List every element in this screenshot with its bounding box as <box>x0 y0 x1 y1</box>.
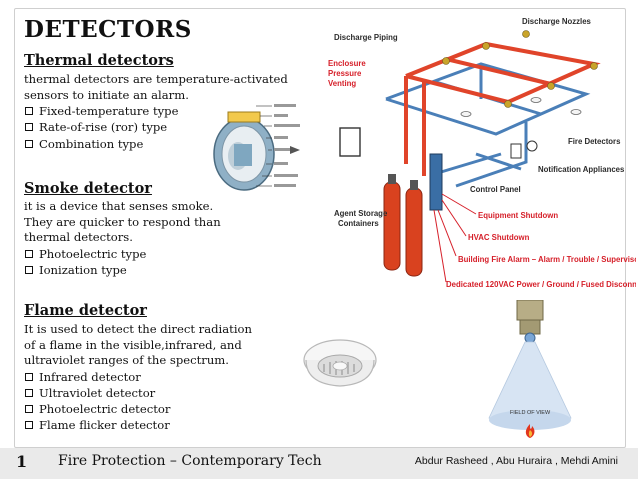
flame-line-1: It is used to detect the direct radiatio… <box>24 322 252 336</box>
flame-line-2: of a flame in the visible,infrared, and <box>24 337 242 352</box>
label-hvac-shutdown: HVAC Shutdown <box>468 233 530 242</box>
checkbox-bullet-icon <box>25 249 33 258</box>
thermal-type-list: Fixed-temperature type Rate-of-rise (ror… <box>24 103 314 152</box>
flame-heading: Flame detector <box>24 302 147 319</box>
smoke-description: it is a device that senses smoke. They a… <box>24 199 254 278</box>
label-agent-2: Containers <box>338 219 379 228</box>
smoke-detector-image <box>303 339 377 387</box>
checkbox-bullet-icon <box>25 421 33 430</box>
suppression-system-diagram: Discharge Piping Discharge Nozzles Enclo… <box>328 17 636 289</box>
label-notification: Notification Appliances <box>538 165 625 174</box>
notification-appliance <box>510 143 522 159</box>
label-fire-detectors: Fire Detectors <box>568 137 621 146</box>
checkbox-bullet-icon <box>25 107 33 116</box>
list-item: Flame flicker detector <box>24 417 274 433</box>
notification-horn <box>526 140 538 152</box>
list-item: Photoelectric detector <box>24 401 274 417</box>
thermal-line-1: thermal detectors are temperature-activa… <box>24 72 288 86</box>
ceiling-fire-detectors <box>460 97 582 117</box>
list-item: Fixed-temperature type <box>24 103 314 119</box>
checkbox-bullet-icon <box>25 266 33 275</box>
flame-type-list: Infrared detector Ultraviolet detector P… <box>24 369 274 434</box>
smoke-line-3: thermal detectors. <box>24 230 133 245</box>
list-item: Photoelectric type <box>24 246 254 262</box>
label-agent-1: Agent Storage <box>334 209 388 218</box>
smoke-line-2: They are quicker to respond than <box>24 214 221 229</box>
page-number: 1 <box>16 452 28 471</box>
thermal-description: thermal detectors are temperature-activa… <box>24 72 314 152</box>
control-panel <box>429 153 443 211</box>
label-equipment-shutdown: Equipment Shutdown <box>478 211 558 220</box>
smoke-heading: Smoke detector <box>24 180 152 197</box>
label-control-panel: Control Panel <box>470 185 521 194</box>
flame-detector-image: FIELD OF VIEW <box>488 300 572 438</box>
label-discharge-piping: Discharge Piping <box>334 33 398 42</box>
discharge-nozzles <box>442 30 598 108</box>
checkbox-bullet-icon <box>25 123 33 132</box>
flame-line-3: ultraviolet ranges of the spectrum. <box>24 353 229 368</box>
smoke-line-1: it is a device that senses smoke. <box>24 199 214 213</box>
label-discharge-nozzles: Discharge Nozzles <box>522 17 592 26</box>
slide-frame <box>14 8 626 448</box>
slide-title: DETECTORS <box>24 16 192 43</box>
checkbox-bullet-icon <box>25 372 33 381</box>
pressure-vent <box>339 127 361 157</box>
list-item: Combination type <box>24 136 314 152</box>
smoke-type-list: Photoelectric type Ionization type <box>24 246 254 278</box>
label-enclosure-1: Enclosure <box>328 59 366 68</box>
checkbox-bullet-icon <box>25 389 33 398</box>
checkbox-bullet-icon <box>25 405 33 414</box>
footer-title: Fire Protection – Contemporary Tech <box>58 453 322 469</box>
label-building-alarm: Building Fire Alarm – Alarm / Trouble / … <box>458 255 636 264</box>
list-item: Rate-of-rise (ror) type <box>24 119 314 135</box>
thermal-line-2: sensors to initiate an alarm. <box>24 87 189 102</box>
list-item: Ultraviolet detector <box>24 385 274 401</box>
shutdown-wiring <box>433 193 477 283</box>
agent-cylinders <box>383 174 423 277</box>
checkbox-bullet-icon <box>25 139 33 148</box>
thermal-sensor-cutaway-image <box>213 104 300 191</box>
label-dedicated-power: Dedicated 120VAC Power / Ground / Fused … <box>446 280 636 289</box>
list-item: Ionization type <box>24 262 254 278</box>
thermal-heading: Thermal detectors <box>24 52 174 69</box>
label-enclosure-2: Pressure <box>328 69 362 78</box>
label-enclosure-3: Venting <box>328 79 356 88</box>
footer-authors: Abdur Rasheed , Abu Huraira , Mehdi Amin… <box>414 455 618 467</box>
field-of-view-label: FIELD OF VIEW <box>510 410 551 416</box>
footer-bar <box>0 448 638 479</box>
list-item: Infrared detector <box>24 369 274 385</box>
flame-description: It is used to detect the direct radiatio… <box>24 322 274 434</box>
